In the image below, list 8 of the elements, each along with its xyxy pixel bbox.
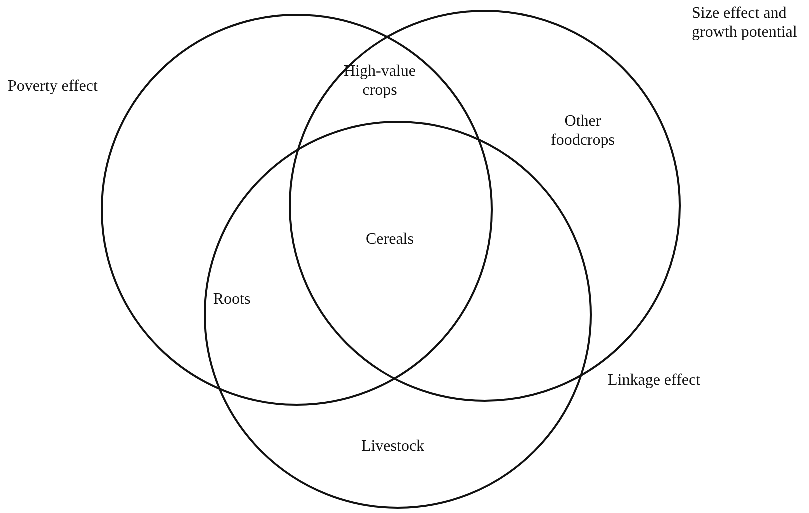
region-label: Cereals: [365, 230, 415, 249]
circle-heading: Poverty effect: [8, 77, 99, 96]
circle-heading: Size effect and growth potential: [692, 4, 798, 42]
circle-heading: Linkage effect: [608, 371, 702, 390]
region-label: Livestock: [360, 437, 426, 456]
region-label: Roots: [212, 290, 252, 309]
region-label: Other foodcrops: [550, 112, 616, 150]
region-label: High-value crops: [343, 62, 417, 100]
